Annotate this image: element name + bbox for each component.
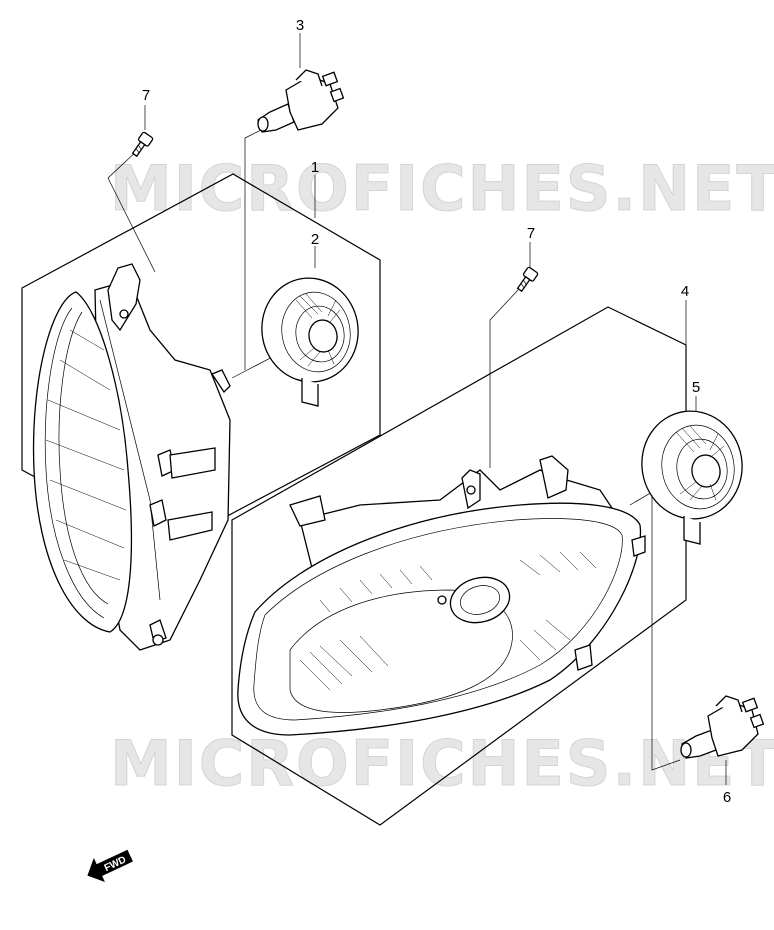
bulb-bottom <box>680 695 765 759</box>
headlamp-right <box>237 455 646 736</box>
headlamp-left <box>32 263 231 651</box>
callout-1: 1 <box>311 159 319 176</box>
callout-6: 6 <box>723 789 731 806</box>
socket-cover-left <box>261 277 359 407</box>
callout-5: 5 <box>692 379 700 396</box>
forward-arrow-icon: FWD <box>87 849 133 882</box>
screw-path-right <box>489 289 519 468</box>
watermark-bottom: MICROFICHES.NET <box>110 727 774 800</box>
screw-left <box>131 131 154 158</box>
callout-7-right: 7 <box>527 225 535 242</box>
screw-path-left <box>107 147 156 273</box>
bulb-top <box>257 69 345 133</box>
socket-cover-right <box>641 410 743 545</box>
callout-3: 3 <box>296 17 304 34</box>
watermark-top: MICROFICHES.NET <box>110 152 774 225</box>
fwd-label: FWD <box>103 854 128 874</box>
bulb-path-bottom <box>651 440 681 771</box>
callout-4: 4 <box>681 283 689 300</box>
callout-7-left: 7 <box>142 87 150 104</box>
bulb-path-top <box>244 127 266 370</box>
assembly-outline-left <box>21 173 381 549</box>
assembly-outline-right <box>231 306 687 826</box>
callout-2: 2 <box>311 231 319 248</box>
screw-right <box>516 266 539 293</box>
